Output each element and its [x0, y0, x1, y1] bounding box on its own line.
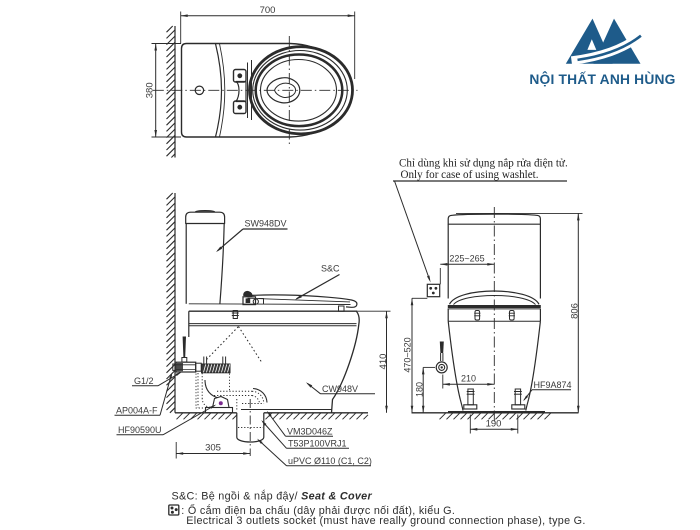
svg-text:AP004A-F: AP004A-F [116, 406, 158, 416]
svg-text:uPVC Ø110 (C1, C2): uPVC Ø110 (C1, C2) [288, 456, 372, 466]
svg-text:S&C: S&C [321, 264, 340, 274]
svg-text:G1/2: G1/2 [134, 376, 154, 386]
svg-text:S&C: Bệ ngồi & nắp đậy/ Seat &: S&C: Bệ ngồi & nắp đậy/ Seat & Cover [172, 489, 373, 502]
svg-text:Only for case of using washlet: Only for case of using washlet. [401, 169, 539, 181]
svg-text:NỘI THẤT ANH HÙNG: NỘI THẤT ANH HÙNG [529, 70, 675, 87]
svg-text:Electrical 3 outlets socket (m: Electrical 3 outlets socket (must have r… [186, 515, 585, 527]
svg-text:410: 410 [378, 354, 389, 370]
svg-text:700: 700 [260, 5, 276, 16]
svg-text:806: 806 [569, 303, 580, 319]
svg-text:Chỉ dùng khi sử dụng nắp rửa đ: Chỉ dùng khi sử dụng nắp rửa điện tử. [399, 158, 568, 170]
svg-text:190: 190 [486, 418, 502, 429]
svg-text:305: 305 [205, 443, 221, 454]
svg-text:225~265: 225~265 [449, 253, 484, 263]
svg-text:SW948DV: SW948DV [245, 219, 287, 229]
svg-text:VM3D046Z: VM3D046Z [287, 427, 333, 437]
svg-text:180: 180 [415, 382, 425, 397]
svg-text:HF90590U: HF90590U [118, 425, 162, 435]
svg-text:210: 210 [461, 373, 476, 383]
svg-text:T53P100VRJ1: T53P100VRJ1 [288, 439, 347, 449]
svg-text:: Ổ cắm điện ba chấu (dây phải: : Ổ cắm điện ba chấu (dây phải được nối … [181, 504, 455, 517]
svg-text:470~520: 470~520 [403, 337, 413, 372]
svg-text:380: 380 [144, 82, 155, 98]
svg-text:HF9A874: HF9A874 [534, 380, 572, 390]
svg-text:CW948V: CW948V [322, 384, 358, 394]
